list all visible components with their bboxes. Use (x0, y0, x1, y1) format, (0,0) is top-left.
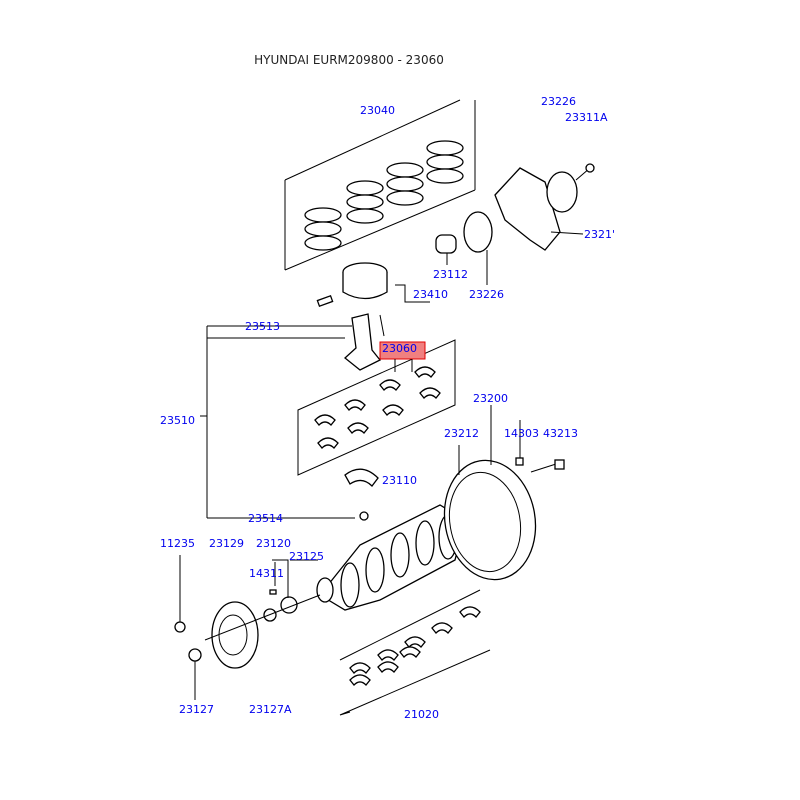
part-label-2321[interactable]: 2321' (584, 228, 615, 241)
crank-pulley-drawing (174, 555, 321, 700)
bearing-shell (349, 674, 371, 686)
part-label-23513[interactable]: 23513 (245, 320, 280, 333)
part-label-23200[interactable]: 23200 (473, 392, 508, 405)
piston-ring (304, 221, 342, 237)
bearing-shell (349, 662, 371, 674)
piston-ring (426, 140, 464, 156)
selected-part-highlight (379, 341, 426, 360)
part-label-43213[interactable]: 43213 (543, 427, 578, 440)
bearing-shell (314, 414, 336, 426)
part-label-23129[interactable]: 23129 (209, 537, 244, 550)
part-label-23510[interactable]: 23510 (160, 414, 195, 427)
piston-ring (304, 207, 342, 223)
conrod-bearing-drawing (297, 339, 456, 487)
part-label-23226[interactable]: 23226 (541, 95, 576, 108)
bearing-shell (459, 606, 481, 618)
piston-ring (304, 235, 342, 251)
main-bearing-drawing (339, 589, 491, 716)
bearing-shell (317, 437, 339, 449)
piston-ring (426, 154, 464, 170)
part-label-23127[interactable]: 23127 (179, 703, 214, 716)
bearing-shell (414, 366, 436, 378)
part-label-23514[interactable]: 23514 (248, 512, 283, 525)
part-label-23120[interactable]: 23120 (256, 537, 291, 550)
part-label-23110[interactable]: 23110 (382, 474, 417, 487)
piston-ring (386, 162, 424, 178)
piston-drawing (316, 262, 430, 308)
piston-ring (386, 190, 424, 206)
bearing-shell (431, 622, 453, 634)
part-label-23226[interactable]: 23226 (469, 288, 504, 301)
piston-ring (426, 168, 464, 184)
bearing-shell (419, 387, 441, 399)
flywheel-drawing (443, 405, 565, 581)
part-label-21020[interactable]: 21020 (404, 708, 439, 721)
bearing-shell (377, 661, 399, 673)
part-label-23212[interactable]: 23212 (444, 427, 479, 440)
piston-ring-set-drawing (284, 99, 476, 271)
part-label-23311A[interactable]: 23311A (565, 111, 608, 124)
part-label-23127A[interactable]: 23127A (249, 703, 292, 716)
bearing-shell (347, 422, 369, 434)
piston-ring (346, 208, 384, 224)
bearing-shell (377, 649, 399, 661)
front-plate-drawing (435, 163, 595, 285)
bearing-shell (404, 636, 426, 648)
crank-web (340, 562, 360, 608)
part-label-23060[interactable]: 23060 (382, 342, 417, 355)
piston-ring (346, 194, 384, 210)
bearing-shell (379, 379, 401, 391)
part-label-23125[interactable]: 23125 (289, 550, 324, 563)
part-label-23112[interactable]: 23112 (433, 268, 468, 281)
bearing-shell (344, 399, 366, 411)
part-label-23040[interactable]: 23040 (360, 104, 395, 117)
bearing-shell (399, 646, 421, 658)
part-label-14303[interactable]: 14303 (504, 427, 539, 440)
crankshaft-drawing (316, 504, 466, 611)
connecting-rod-drawing (200, 313, 385, 521)
crank-web (365, 547, 385, 593)
part-label-14311[interactable]: 14311 (249, 567, 284, 580)
piston-ring (346, 180, 384, 196)
bearing-shell (382, 404, 404, 416)
part-label-11235[interactable]: 11235 (160, 537, 195, 550)
part-label-23410[interactable]: 23410 (413, 288, 448, 301)
piston-ring (386, 176, 424, 192)
crank-web (415, 520, 435, 566)
diagram-title: HYUNDAI EURM209800 - 23060 (254, 53, 444, 67)
crank-web (390, 532, 410, 578)
